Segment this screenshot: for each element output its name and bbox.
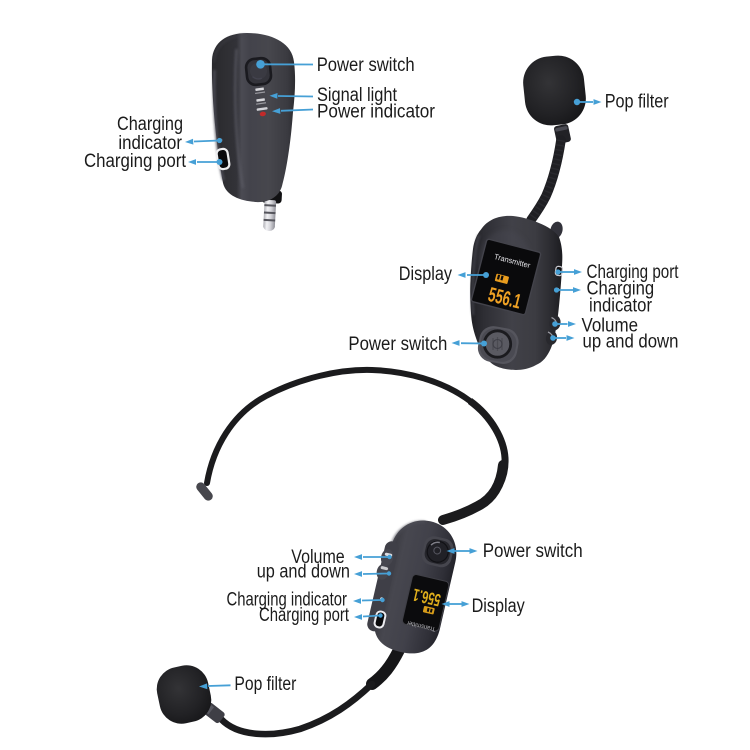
svg-text:Volume: Volume xyxy=(291,547,344,568)
svg-text:Volume: Volume xyxy=(582,316,639,337)
svg-text:Charging port: Charging port xyxy=(587,262,680,283)
svg-text:up and down: up and down xyxy=(583,332,679,353)
svg-text:Power indicator: Power indicator xyxy=(317,102,436,123)
svg-text:indicator: indicator xyxy=(589,296,653,317)
svg-text:Power switch: Power switch xyxy=(483,541,583,562)
svg-text:Charging port: Charging port xyxy=(84,151,187,172)
svg-text:Display: Display xyxy=(399,264,453,285)
svg-text:Charging: Charging xyxy=(117,114,183,135)
svg-text:up and down: up and down xyxy=(257,562,350,583)
svg-text:Charging indicator: Charging indicator xyxy=(227,590,348,611)
svg-text:Signal light: Signal light xyxy=(317,85,398,106)
svg-text:Display: Display xyxy=(472,596,526,617)
svg-text:Pop filter: Pop filter xyxy=(234,674,296,695)
svg-text:Charging: Charging xyxy=(587,279,655,300)
svg-text:Power switch: Power switch xyxy=(348,334,447,355)
svg-text:Power switch: Power switch xyxy=(317,55,415,76)
svg-text:indicator: indicator xyxy=(118,133,182,154)
svg-text:Pop filter: Pop filter xyxy=(605,92,670,113)
svg-text:Charging port: Charging port xyxy=(259,605,350,626)
